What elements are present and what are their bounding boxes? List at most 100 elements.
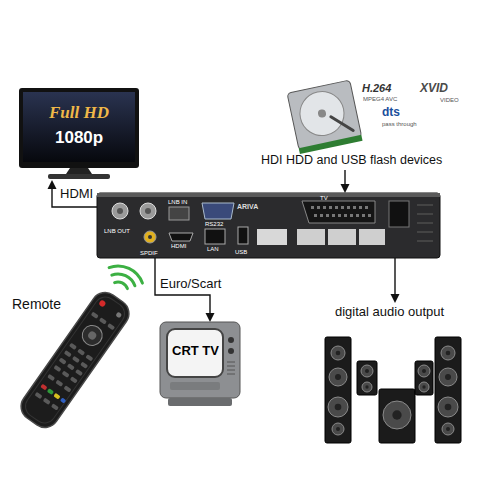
connector bbox=[341, 170, 350, 193]
scart-pin bbox=[359, 206, 362, 209]
port-label: TV bbox=[320, 195, 328, 202]
arrow-head bbox=[341, 184, 350, 193]
output-caption: digital audio output bbox=[335, 305, 444, 320]
speaker-cone bbox=[422, 369, 426, 373]
crt-panel bbox=[170, 382, 220, 390]
vent-slot bbox=[417, 222, 433, 224]
crt-grille bbox=[227, 362, 235, 363]
scart-pin bbox=[335, 206, 338, 209]
codec-logo: XVID bbox=[420, 82, 448, 95]
speaker-cone bbox=[362, 382, 372, 392]
port-label: USB bbox=[235, 249, 247, 256]
scart-pin bbox=[326, 214, 329, 217]
speaker-cabinet bbox=[325, 337, 351, 443]
receiver-back-panel: ARIVA bbox=[97, 193, 440, 258]
rca-jack bbox=[144, 231, 156, 243]
receiver-back-panel-art bbox=[97, 193, 440, 258]
f-connector bbox=[145, 208, 151, 214]
crt-screen bbox=[167, 329, 223, 377]
rating-sticker bbox=[359, 229, 385, 245]
vent-slot bbox=[417, 231, 433, 233]
scart-pin bbox=[362, 214, 365, 217]
codec-subtext: MPEG4 AVC bbox=[363, 96, 397, 103]
line-part bbox=[331, 113, 353, 135]
scart-pin bbox=[320, 214, 323, 217]
tv-bezel bbox=[19, 88, 139, 168]
scart-pin bbox=[311, 206, 314, 209]
speaker-cone bbox=[445, 404, 452, 411]
scart-pin bbox=[347, 206, 350, 209]
speaker-cone bbox=[442, 423, 454, 435]
remote-caption: Remote bbox=[12, 297, 61, 312]
port-label: LNB IN bbox=[168, 199, 187, 206]
speaker-cone bbox=[331, 346, 345, 360]
scart-pin bbox=[368, 214, 371, 217]
arrow-head bbox=[391, 294, 400, 303]
f-connector bbox=[117, 208, 123, 214]
crt-tv-picture-art bbox=[160, 322, 240, 408]
speaker-set: digital audio output bbox=[315, 303, 465, 447]
arrow-head bbox=[206, 313, 215, 322]
scart-pin bbox=[350, 214, 353, 217]
rect-part bbox=[299, 135, 363, 154]
speaker-cone bbox=[422, 385, 425, 388]
vent-slot bbox=[417, 204, 433, 206]
speaker-cone bbox=[335, 374, 341, 380]
lnb-in-port bbox=[169, 207, 189, 220]
connector-line bbox=[344, 170, 345, 186]
port-label: SPDIF bbox=[140, 250, 158, 257]
tv-base bbox=[48, 174, 110, 179]
rating-sticker bbox=[297, 229, 325, 245]
hard-disk bbox=[287, 80, 362, 154]
screen-text: CRT TV bbox=[172, 344, 219, 359]
connection-label: Euro/Scart bbox=[158, 277, 223, 292]
serial-port bbox=[202, 203, 234, 219]
speaker-cone bbox=[332, 423, 344, 435]
speaker-cone bbox=[392, 410, 401, 419]
connection-label: HDMI bbox=[58, 187, 95, 202]
speaker-cone bbox=[419, 382, 429, 392]
connector bbox=[48, 180, 98, 207]
scart-pin bbox=[323, 206, 326, 209]
audio-subtext: pass through bbox=[382, 121, 417, 128]
vent-slot bbox=[417, 240, 433, 242]
f-connector bbox=[140, 203, 156, 219]
port-label: LNB OUT bbox=[104, 228, 130, 235]
speaker-cone bbox=[365, 369, 369, 373]
power-socket bbox=[389, 201, 409, 227]
lan-port bbox=[205, 229, 225, 244]
scart-pin bbox=[332, 214, 335, 217]
speaker-cone bbox=[329, 368, 347, 386]
connector bbox=[391, 258, 400, 303]
scart-pin bbox=[338, 214, 341, 217]
scart-pin bbox=[344, 214, 347, 217]
scart-pin bbox=[341, 206, 344, 209]
speaker-cone bbox=[446, 427, 450, 431]
port-label: HDMI bbox=[171, 243, 186, 250]
audio-logo: dts bbox=[382, 106, 400, 119]
speaker-set-art bbox=[315, 303, 465, 447]
speaker-cone bbox=[361, 365, 373, 377]
scart-pin bbox=[356, 214, 359, 217]
crt-grille bbox=[227, 366, 235, 367]
screen-logo: Full HD bbox=[49, 103, 109, 123]
scart-pin bbox=[314, 214, 317, 217]
port-label: LAN bbox=[207, 246, 219, 253]
serial-sticker bbox=[257, 229, 287, 245]
circle-part bbox=[317, 109, 326, 118]
speaker-cone bbox=[438, 397, 458, 417]
crt-knob bbox=[228, 348, 234, 354]
speaker-cone bbox=[335, 404, 342, 411]
circle-part bbox=[296, 87, 348, 139]
speaker-cone bbox=[446, 351, 451, 356]
connector-line bbox=[52, 187, 97, 207]
scart-pin bbox=[365, 206, 368, 209]
speaker-cone bbox=[418, 365, 430, 377]
receiver-panel bbox=[97, 193, 440, 258]
scart-pin bbox=[317, 206, 320, 209]
arrow-head bbox=[48, 180, 57, 189]
rating-sticker bbox=[328, 229, 356, 245]
speaker-cone bbox=[383, 401, 411, 429]
port-label: RS232 bbox=[205, 221, 223, 228]
speaker-cone bbox=[336, 427, 340, 431]
